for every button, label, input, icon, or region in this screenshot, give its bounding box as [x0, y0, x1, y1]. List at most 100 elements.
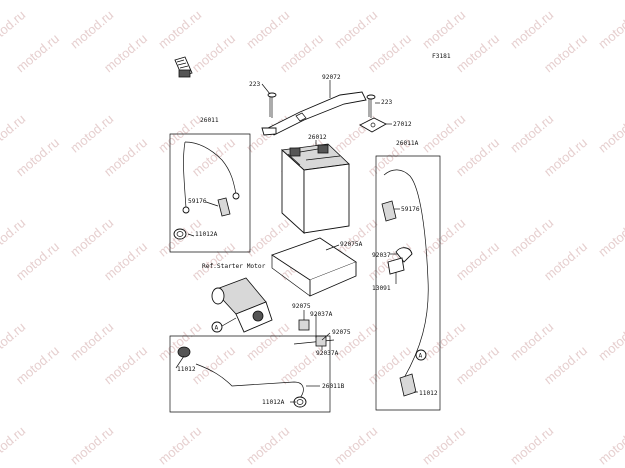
label-92037: 92037 — [372, 252, 391, 259]
watermark-text: motod.ru — [13, 239, 62, 283]
watermark-text: motod.ru — [365, 239, 414, 283]
battery — [281, 143, 350, 235]
clamp-92037 — [395, 247, 413, 263]
label-27012: 27012 — [393, 121, 412, 128]
watermark-text: motod.ru — [0, 423, 28, 467]
watermark-text: motod.ru — [0, 319, 28, 363]
label-92072: 92072 — [322, 74, 341, 81]
box-26011A — [375, 155, 441, 411]
watermark-text: motod.ru — [155, 111, 204, 155]
label-223-right: 223 — [381, 99, 392, 106]
watermark-text: motod.ru — [419, 111, 468, 155]
label-92075-right: 92075 — [332, 329, 351, 336]
callout-a-left: A — [211, 317, 237, 333]
watermark-text: motod.ru — [189, 239, 238, 283]
watermark-text: motod.ru — [189, 343, 238, 387]
watermark-text: motod.ru — [507, 7, 556, 51]
watermark-text: motod.ru — [101, 135, 150, 179]
label-11012A-bottom: 11012A — [262, 399, 285, 406]
watermark-text: motod.ru — [595, 423, 625, 467]
watermark-text: motod.ru — [67, 423, 116, 467]
watermark-text: motod.ru — [277, 31, 326, 75]
watermark-text: motod.ru — [0, 215, 28, 259]
watermark-text: motod.ru — [155, 423, 204, 467]
terminal-cover-59176-right — [381, 200, 397, 222]
label-13091: 13091 — [372, 285, 391, 292]
watermark-text: motod.ru — [101, 239, 150, 283]
watermark-text: motod.ru — [13, 343, 62, 387]
watermark-text: motod.ru — [67, 215, 116, 259]
bolt-223-left — [267, 92, 277, 118]
watermark-text: motod.ru — [331, 319, 380, 363]
callout-a-right: A — [415, 349, 427, 361]
figure-code: F3181 — [432, 53, 451, 60]
watermark-text: motod.ru — [541, 31, 590, 75]
watermark-text: motod.ru — [541, 135, 590, 179]
watermark-text: motod.ru — [13, 31, 62, 75]
label-59176-left: 59176 — [188, 198, 207, 205]
watermark-text: motod.ru — [155, 319, 204, 363]
cap-11012A-left — [173, 228, 187, 240]
cable-26011B — [195, 363, 304, 399]
watermark-text: motod.ru — [331, 111, 380, 155]
label-92037A-left: 92037A — [310, 311, 333, 318]
watermark-text: motod.ru — [419, 423, 468, 467]
bolt-223-right — [366, 94, 376, 118]
cap-11012-right — [399, 373, 417, 397]
watermark-text: motod.ru — [0, 7, 28, 51]
watermark-text: motod.ru — [365, 31, 414, 75]
label-11012A-left: 11012A — [195, 231, 218, 238]
label-92075A: 92075A — [340, 241, 363, 248]
watermark-text: motod.ru — [453, 31, 502, 75]
watermark-text: motod.ru — [453, 135, 502, 179]
label-26012: 26012 — [308, 134, 327, 141]
watermark-text: motod.ru — [155, 7, 204, 51]
watermark-text: motod.ru — [595, 319, 625, 363]
starter-motor — [211, 277, 273, 333]
watermark-text: motod.ru — [419, 7, 468, 51]
watermark-text: motod.ru — [101, 343, 150, 387]
svg-text:A: A — [419, 353, 423, 360]
battery-mat — [270, 237, 357, 297]
watermark-text: motod.ru — [453, 343, 502, 387]
watermark-text: motod.ru — [595, 215, 625, 259]
watermark-text: motod.ru — [67, 319, 116, 363]
watermark-text: motod.ru — [101, 31, 150, 75]
watermark-text: motod.ru — [13, 135, 62, 179]
label-ref-starter-motor: Ref.Starter Motor — [202, 263, 266, 270]
box-26011B — [169, 335, 331, 413]
label-59176-right: 59176 — [401, 206, 420, 213]
label-26011A: 26011A — [396, 140, 419, 147]
watermark-text: motod.ru — [243, 7, 292, 51]
watermark-text: motod.ru — [419, 319, 468, 363]
watermark-text: motod.ru — [595, 111, 625, 155]
label-92037A-right: 92037A — [316, 350, 339, 357]
label-11012-left: 11012 — [177, 366, 196, 373]
grommet-92037A — [298, 319, 310, 331]
watermark-text: motod.ru — [0, 111, 28, 155]
label-11012-right: 11012 — [419, 390, 438, 397]
watermark-text: motod.ru — [331, 423, 380, 467]
battery-strap — [261, 91, 367, 136]
watermark-text: motod.ru — [541, 239, 590, 283]
watermark-text: motod.ru — [331, 7, 380, 51]
watermark-text: motod.ru — [541, 343, 590, 387]
watermark-text: motod.ru — [67, 111, 116, 155]
svg-text:A: A — [215, 325, 219, 332]
watermark-text: motod.ru — [189, 31, 238, 75]
cable-26011A — [383, 169, 429, 379]
clamp-13091 — [387, 257, 405, 275]
watermark-text: motod.ru — [189, 135, 238, 179]
watermark-text: motod.ru — [453, 239, 502, 283]
band-92075 — [293, 339, 335, 345]
leader-lines — [175, 80, 418, 403]
label-223-top: 223 — [249, 81, 260, 88]
watermark-text: motod.ru — [507, 319, 556, 363]
watermark-text: motod.ru — [507, 423, 556, 467]
watermark-text: motod.ru — [243, 423, 292, 467]
label-92075-left: 92075 — [292, 303, 311, 310]
watermark-text: motod.ru — [595, 7, 625, 51]
